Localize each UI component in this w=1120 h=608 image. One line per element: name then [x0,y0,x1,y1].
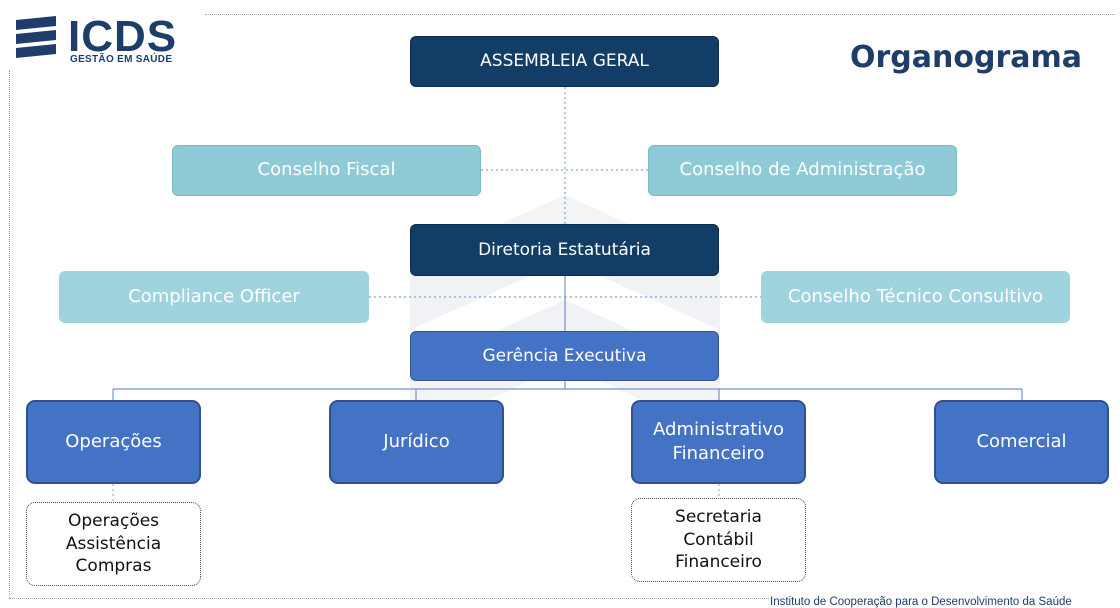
assembleia-geral-label: ASSEMBLEIA GERAL [480,51,649,72]
assembleia-geral-box: ASSEMBLEIA GERAL [410,36,719,87]
logo-tagline: GESTÃO EM SAÚDE [70,54,173,65]
conselho-tecnico-label: Conselho Técnico Consultivo [787,285,1044,307]
conselho-fiscal-box: Conselho Fiscal [172,145,481,196]
diretoria-estatutaria-box: Diretoria Estatutária [410,224,719,276]
juridico-label: Jurídico [383,430,450,452]
administrativo-financeiro-box: Administrativo Financeiro [631,400,806,484]
gerencia-executiva-label: Gerência Executiva [482,345,647,366]
frame-bottom-border [9,598,769,599]
administrativo-subareas-box: Secretaria Contábil Financeiro [631,498,806,582]
subarea-item: Compras [75,556,152,577]
footer-institution: Instituto de Cooperação para o Desenvolv… [770,596,1072,608]
operacoes-subareas-box: Operações Assistência Compras [26,502,201,586]
compliance-officer-box: Compliance Officer [59,271,369,323]
comercial-label: Comercial [976,430,1067,452]
financeiro-label: Financeiro [672,443,765,464]
administrativo-label: Administrativo [653,418,784,440]
logo-stripes-icon [16,16,56,58]
conselho-administracao-label: Conselho de Administração [679,159,926,181]
compliance-officer-label: Compliance Officer [128,285,300,307]
conselho-tecnico-box: Conselho Técnico Consultivo [761,271,1070,323]
comercial-box: Comercial [934,400,1109,484]
icds-logo: ICDS GESTÃO EM SAÚDE [10,14,200,66]
conselho-administracao-box: Conselho de Administração [648,145,957,196]
subarea-item: Contábil [683,529,754,550]
operacoes-label: Operações [65,430,162,452]
frame-top-border [205,14,1115,15]
subarea-item: Secretaria [675,506,762,527]
gerencia-executiva-box: Gerência Executiva [410,331,719,381]
subarea-item: Financeiro [675,552,762,573]
conselho-fiscal-label: Conselho Fiscal [257,159,396,181]
subarea-item: Assistência [65,533,162,554]
subarea-item: Operações [67,510,160,531]
logo-text: ICDS [68,12,178,61]
operacoes-box: Operações [26,400,201,484]
diretoria-estatutaria-label: Diretoria Estatutária [478,239,651,260]
page-title: Organograma [849,40,1082,75]
frame-left-border [9,70,10,598]
juridico-box: Jurídico [329,400,504,484]
